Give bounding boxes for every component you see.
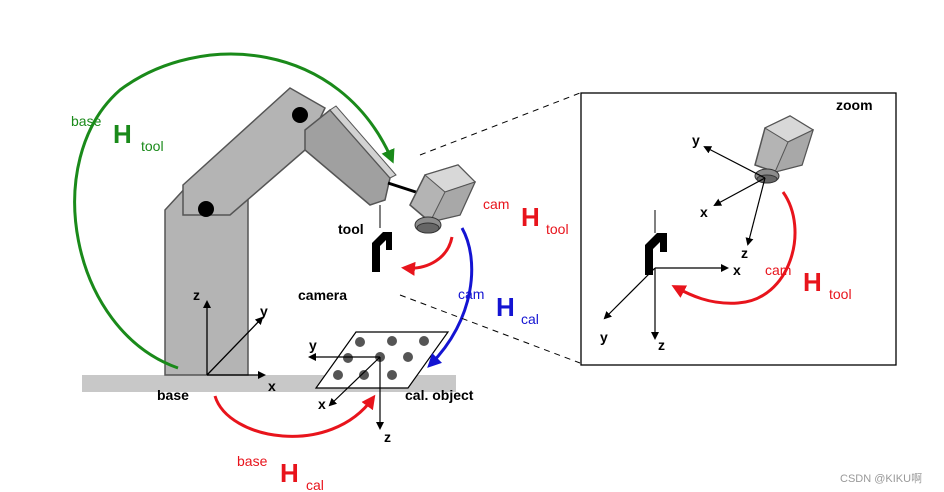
cam-to-cal-arrow (427, 227, 474, 368)
camera (409, 164, 476, 234)
zoom-tool-gripper (645, 233, 667, 275)
cal-object-label: cal. object (405, 387, 474, 403)
zoom-camera (754, 115, 815, 184)
base-H-cal-label: base H cal (237, 453, 324, 492)
zoom-cam-H-tool-label: cam H tool (765, 262, 852, 302)
svg-text:cam: cam (458, 286, 484, 302)
cal-x-axis-label: x (318, 396, 326, 412)
svg-text:H: H (521, 202, 540, 232)
zoom-cam-x-axis-label: x (700, 204, 708, 220)
zoom-cam-y-axis-label: y (692, 132, 700, 148)
svg-text:tool: tool (141, 138, 164, 154)
base-to-tool-arrow (73, 52, 395, 370)
svg-text:H: H (280, 458, 299, 488)
robot-arm (164, 87, 426, 376)
base-y-axis-label: y (260, 303, 268, 319)
svg-text:cam: cam (483, 196, 509, 212)
zoom-tool-y-axis-label: y (600, 329, 608, 345)
svg-text:tool: tool (829, 286, 852, 302)
zoom-guide-top (419, 92, 581, 156)
base-frame (203, 300, 266, 379)
svg-text:base: base (237, 453, 268, 469)
base-H-tool-label: base H tool (71, 113, 164, 154)
base-to-cal-arrow (213, 394, 376, 438)
zoom-cam-to-tool-arrow (671, 191, 797, 305)
zoom-tool-x-axis-label: x (733, 262, 741, 278)
zoom-tool-z-axis-label: z (658, 337, 665, 353)
base-label: base (157, 387, 189, 403)
zoom-tool-frame (603, 264, 729, 340)
cam-H-tool-label: cam H tool (483, 196, 569, 237)
svg-text:cal: cal (521, 311, 539, 327)
zoom-camera-frame (703, 146, 766, 246)
svg-text:H: H (803, 267, 822, 297)
cam-to-tool-arrow (401, 236, 454, 276)
svg-text:H: H (496, 292, 515, 322)
svg-text:cal: cal (306, 477, 324, 492)
zoom-label: zoom (836, 97, 873, 113)
svg-text:cam: cam (765, 262, 791, 278)
camera-label: camera (298, 287, 347, 303)
cal-z-axis-label: z (384, 429, 391, 445)
watermark: CSDN @KIKU啊 (840, 472, 922, 485)
zoom-cam-z-axis-label: z (741, 245, 748, 261)
tool-label: tool (338, 221, 364, 237)
svg-text:tool: tool (546, 221, 569, 237)
svg-text:base: base (71, 113, 102, 129)
zoom-box (580, 92, 897, 366)
calibration-object (308, 331, 450, 430)
cam-H-cal-label: cam H cal (458, 286, 539, 327)
svg-text:H: H (113, 119, 132, 149)
cal-y-axis-label: y (309, 337, 317, 353)
base-x-axis-label: x (268, 378, 276, 394)
base-z-axis-label: z (193, 287, 200, 303)
